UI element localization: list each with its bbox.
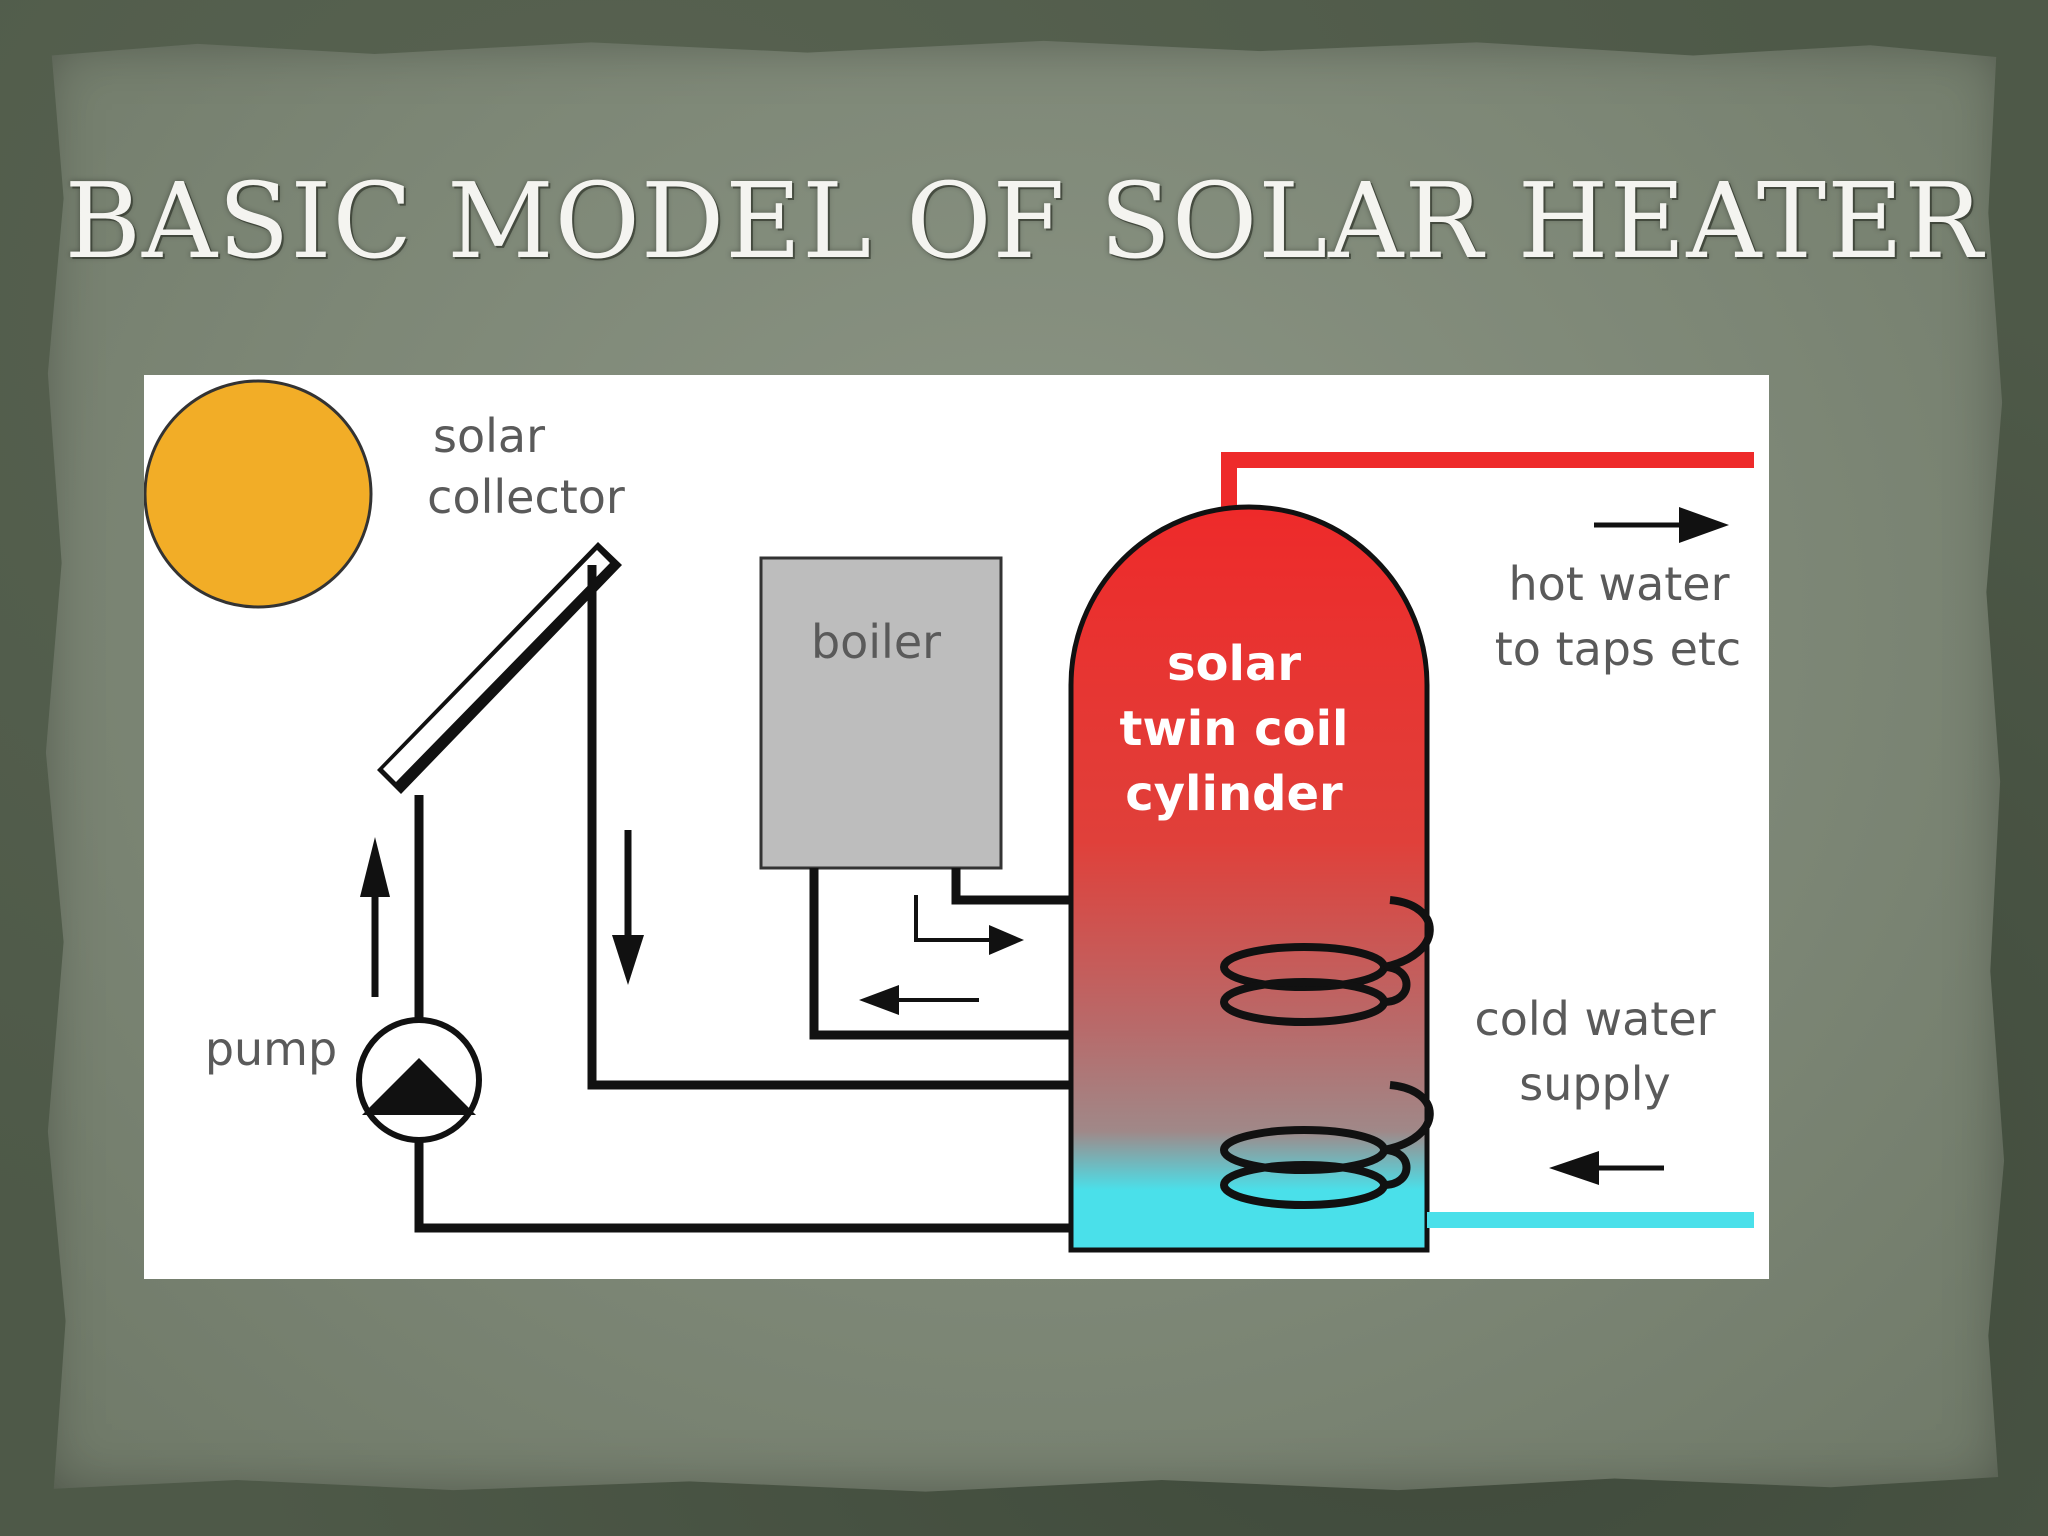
solar-collector-panel (377, 542, 622, 794)
cylinder-label-line2: twin coil (1120, 701, 1349, 757)
hot-water-arrow-icon (1594, 507, 1729, 543)
diagram-canvas: solar collector (144, 379, 1754, 1253)
cylinder-tank (1068, 504, 1430, 1253)
boiler-return-arrow-icon (859, 985, 979, 1015)
boiler-flow-arrow-icon (914, 895, 1024, 955)
solar-collector-label-line1: solar (433, 409, 545, 463)
cold-water-label-line2: supply (1519, 1057, 1671, 1111)
solar-collector-label-line2: collector (427, 470, 625, 524)
pump-label: pump (205, 1022, 337, 1076)
sun-icon (144, 379, 373, 609)
pump-icon (356, 1017, 482, 1143)
upper-coil (1220, 896, 1434, 1026)
cold-water-label-line1: cold water (1474, 992, 1715, 1046)
slide-title: BASIC MODEL OF SOLAR HEATER (64, 160, 1984, 282)
up-arrow-icon (360, 837, 390, 997)
down-arrow-icon (612, 830, 644, 985)
solar-heater-diagram: solar collector (144, 375, 1769, 1279)
cylinder-label-line3: cylinder (1125, 766, 1343, 822)
hot-water-label-line2: to taps etc (1495, 622, 1741, 676)
boiler-label: boiler (811, 615, 941, 669)
collector-bottom-pipe (414, 1130, 1390, 1233)
cylinder-label-line1: solar (1167, 636, 1301, 692)
hot-water-label-line1: hot water (1508, 557, 1729, 611)
lower-coil (1220, 1081, 1434, 1209)
boiler-box (759, 556, 1003, 870)
cold-water-arrow-icon (1549, 1151, 1664, 1185)
